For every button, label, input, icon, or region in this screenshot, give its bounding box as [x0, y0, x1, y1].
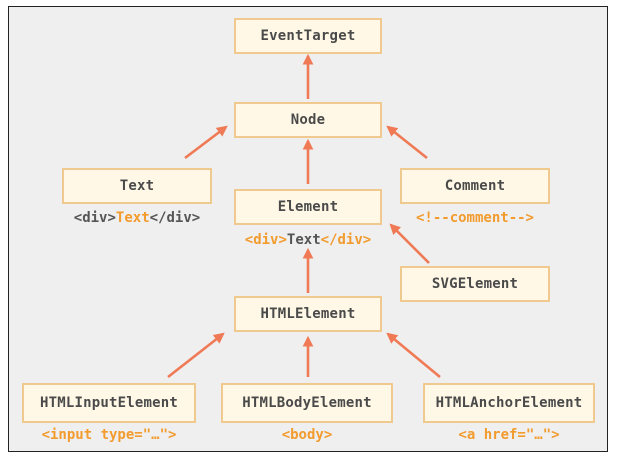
arrow-svgelement-to-element	[389, 223, 430, 264]
arrow-input-to-htmlelement	[167, 332, 225, 379]
node-text: Text	[62, 168, 212, 204]
node-eventtarget: EventTarget	[234, 18, 382, 54]
caption-body-example: <body>	[281, 427, 333, 443]
arrow-comment-to-node	[386, 125, 428, 160]
arrow-anchor-to-htmlelement	[386, 332, 441, 379]
caption-input-example: <input type="…">	[41, 427, 177, 443]
caption-comment-example: <!--comment-->	[415, 210, 534, 226]
node-htmlelement: HTMLElement	[234, 296, 382, 332]
node-svgelement: SVGElement	[400, 266, 550, 302]
caption-element-example: <div>Text</div>	[234, 232, 382, 248]
arrow-text-to-node	[184, 125, 228, 160]
caption-element-inner: Text	[286, 232, 321, 248]
caption-text-inner: Text	[115, 210, 150, 226]
node-htmlinputelement: HTMLInputElement	[22, 383, 196, 423]
node-htmlanchorelement: HTMLAnchorElement	[423, 383, 595, 423]
caption-text-example: <div>Text</div>	[62, 210, 212, 226]
caption-anchor-example: <a href="…">	[458, 427, 560, 443]
caption-element-close-tag: </div>	[320, 232, 372, 248]
caption-text-open-tag: <div>	[73, 210, 116, 226]
node-comment: Comment	[400, 168, 550, 204]
node-node: Node	[234, 102, 382, 138]
node-htmlbodyelement: HTMLBodyElement	[221, 383, 393, 423]
caption-element-open-tag: <div>	[244, 232, 287, 248]
node-element: Element	[234, 189, 382, 225]
caption-text-close-tag: </div>	[149, 210, 201, 226]
